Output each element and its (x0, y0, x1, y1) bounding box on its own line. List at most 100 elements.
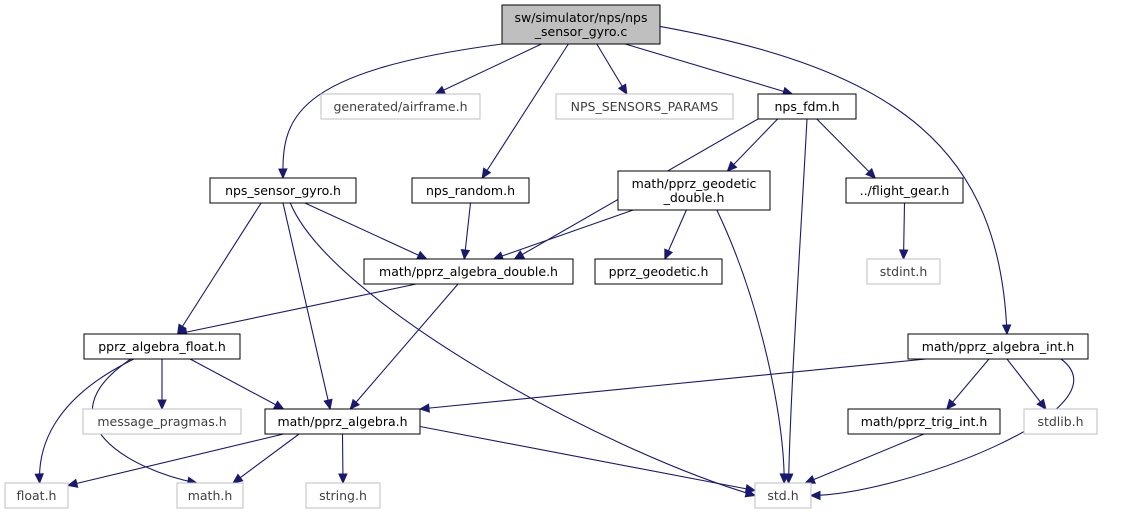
node-stdlib: stdlib.h (1023, 408, 1098, 435)
arrowhead (513, 250, 526, 260)
node-box (907, 333, 1089, 360)
edge-fdm-to-std (783, 118, 808, 485)
arrowhead (418, 403, 430, 413)
node-algd[interactable]: math/pprz_algebra_double.h (363, 258, 574, 285)
node-string: string.h (305, 482, 381, 509)
edge-root-to-random (481, 43, 569, 180)
edge-fdm-to-fgear (816, 118, 877, 179)
edge-alg-to-string (338, 433, 348, 485)
node-label: stdint.h (880, 264, 928, 279)
node-label: nps_fdm.h (774, 99, 839, 114)
arrowhead (232, 473, 244, 484)
edge-line (67, 433, 284, 487)
node-fgear[interactable]: ../flight_gear.h (845, 177, 964, 204)
arrowhead (1001, 324, 1012, 336)
edge-line (625, 43, 793, 95)
edge-line (289, 202, 756, 497)
node-algi[interactable]: math/pprz_algebra_int.h (907, 333, 1089, 360)
node-label: math/pprz_geodetic (632, 176, 757, 191)
edge-fgear-to-stdint (898, 202, 909, 261)
edge-algf-to-float (34, 358, 135, 485)
edge-algf-to-alg (189, 358, 285, 410)
edge-algd-to-algf (176, 283, 417, 337)
node-geod[interactable]: pprz_geodetic.h (594, 258, 723, 285)
edge-root-to-algi (659, 25, 1012, 336)
edge-fdm-to-geodd (726, 118, 778, 172)
arrowhead (349, 398, 361, 410)
node-box (4, 482, 69, 509)
node-msgp: message_pragmas.h (82, 408, 242, 435)
edge-sgyro-to-algf (176, 202, 262, 336)
node-label: nps_sensor_gyro.h (225, 183, 341, 198)
node-sgyro[interactable]: nps_sensor_gyro.h (209, 177, 357, 204)
node-label: NPS_SENSORS_PARAMS (571, 99, 719, 114)
node-random[interactable]: nps_random.h (411, 177, 530, 204)
edge-alg-to-float (66, 433, 284, 488)
node-box (845, 177, 964, 204)
edge-line (232, 433, 300, 484)
node-label: message_pragmas.h (97, 414, 226, 429)
arrowhead (804, 474, 817, 484)
arrowhead (157, 399, 167, 411)
node-label: generated/airframe.h (333, 99, 467, 114)
edge-alg-to-std (419, 425, 757, 494)
edge-root-to-sgyro (278, 43, 503, 180)
edge-line (282, 43, 503, 179)
node-label: nps_random.h (426, 183, 515, 198)
edge-line (419, 358, 927, 410)
arrowhead (272, 400, 285, 410)
edge-algi-to-alg (418, 358, 927, 413)
node-box (555, 93, 734, 120)
node-label: _sensor_gyro.c (534, 24, 628, 39)
edge-line (38, 358, 135, 484)
node-label: math.h (188, 488, 233, 503)
edge-line (282, 202, 331, 410)
edge-line (189, 358, 284, 410)
node-root[interactable]: sw/simulator/nps/nps_sensor_gyro.c (501, 4, 661, 45)
edge-line (805, 433, 925, 484)
node-box (617, 170, 771, 211)
node-label: pprz_geodetic.h (609, 264, 709, 279)
node-params: NPS_SENSORS_PARAMS (555, 93, 734, 120)
edge-line (596, 43, 628, 95)
edge-geodd-to-algd (492, 209, 634, 261)
node-stdint: stdint.h (866, 258, 941, 285)
arrowhead (34, 473, 44, 485)
arrowhead (338, 473, 348, 485)
arrowhead (66, 478, 79, 488)
node-label: stdlib.h (1037, 414, 1083, 429)
arrowhead (1036, 398, 1047, 410)
node-trig[interactable]: math/pprz_trig_int.h (847, 408, 1001, 435)
arrowhead (809, 490, 821, 501)
node-label: ../flight_gear.h (860, 183, 950, 198)
node-algf[interactable]: pprz_algebra_float.h (83, 333, 241, 360)
node-fdm[interactable]: nps_fdm.h (757, 93, 857, 120)
edge-line (816, 118, 876, 179)
edge-line (419, 425, 756, 492)
arrowhead (460, 249, 471, 261)
node-airframe: generated/airframe.h (320, 93, 481, 120)
edge-random-to-algd (460, 202, 472, 261)
node-label: math/pprz_algebra_int.h (922, 339, 1075, 354)
node-box (363, 258, 574, 285)
node-box (866, 258, 941, 285)
node-box (754, 482, 812, 509)
node-box (82, 408, 242, 435)
node-geodd[interactable]: math/pprz_geodetic_double.h (617, 170, 771, 211)
node-alg[interactable]: math/pprz_algebra.h (264, 408, 421, 435)
node-label: std.h (767, 488, 798, 503)
node-math: math.h (176, 482, 244, 509)
node-std: std.h (754, 482, 812, 509)
arrowhead (323, 398, 333, 411)
nodes-layer: sw/simulator/nps/nps_sensor_gyro.cgenera… (4, 4, 1098, 509)
edge-root-to-params (596, 43, 628, 96)
edge-geodd-to-geod (664, 209, 687, 261)
arrowhead (617, 83, 628, 96)
node-box (847, 408, 1001, 435)
edge-line (304, 202, 427, 260)
edge-algi-to-trig (946, 358, 990, 410)
edge-algd-to-alg (349, 283, 459, 410)
node-float: float.h (4, 482, 69, 509)
edge-line (481, 43, 569, 179)
